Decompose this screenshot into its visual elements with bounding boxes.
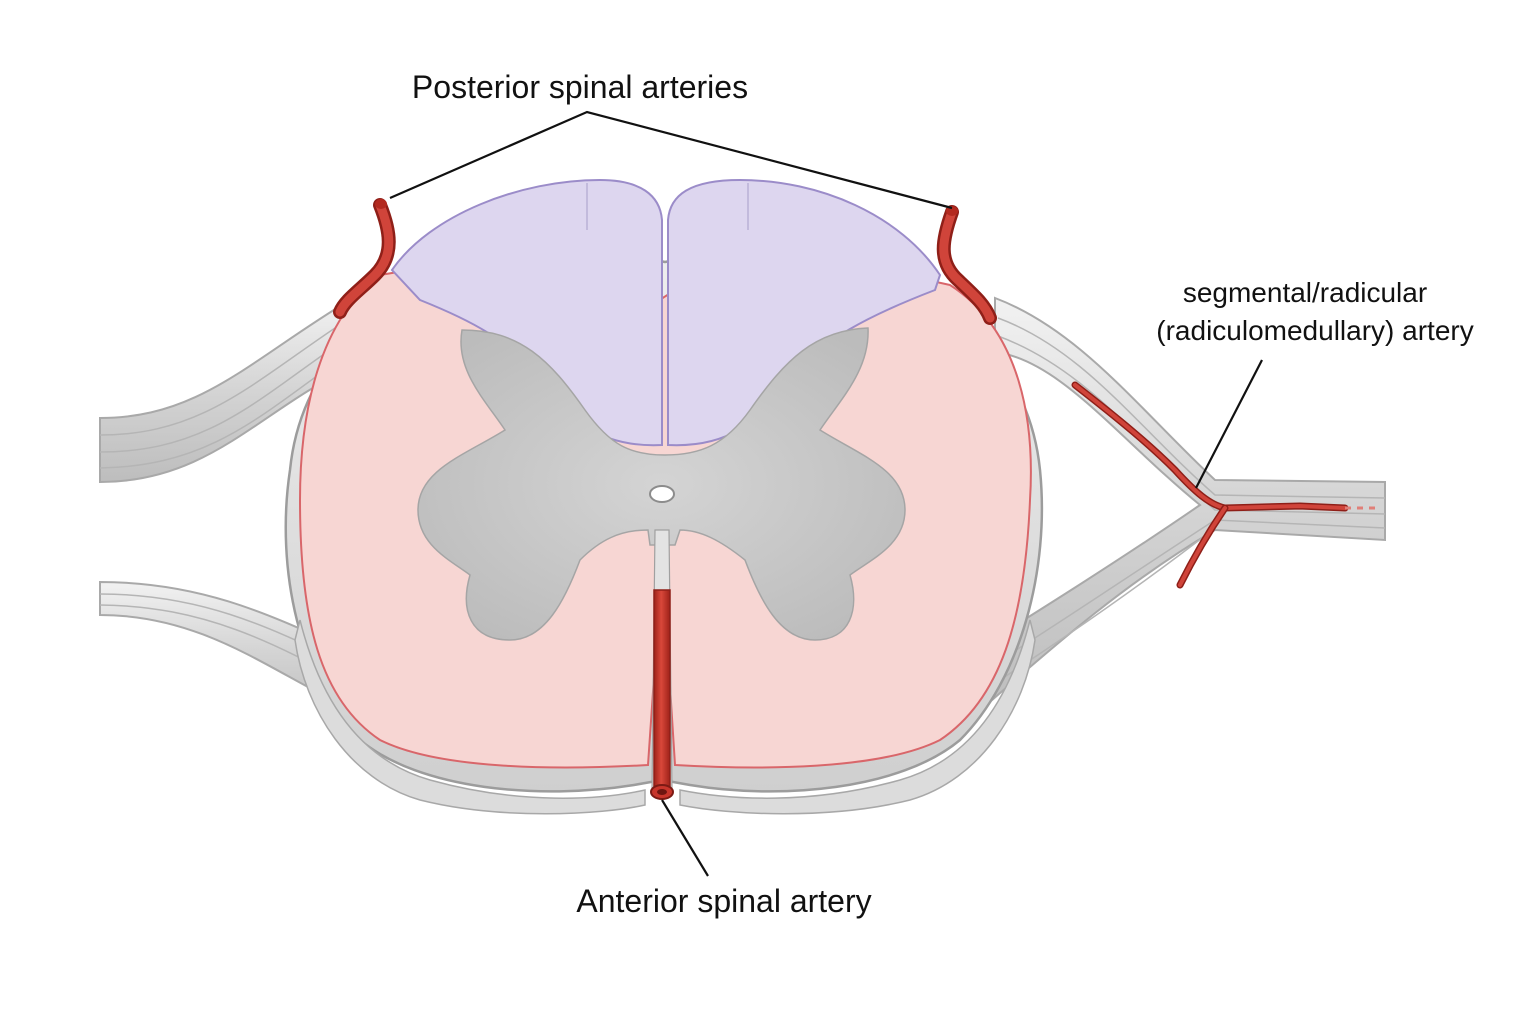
left-dorsal-root xyxy=(99,298,351,484)
segmental-radicular-artery xyxy=(1071,381,1375,589)
central-canal xyxy=(649,485,675,503)
left-posterior-spinal-artery xyxy=(333,198,396,319)
right-posterior-spinal-artery xyxy=(936,205,997,325)
anterior-spinal-artery xyxy=(650,589,674,800)
leader-lines xyxy=(389,110,1263,877)
anterior-leader xyxy=(661,799,709,877)
spinal-cord xyxy=(284,178,1044,815)
posterior-spinal-arteries-label: Posterior spinal arteries xyxy=(412,69,748,105)
posterior-leader xyxy=(389,110,953,210)
segmental-leader xyxy=(1195,359,1263,489)
gray-matter xyxy=(417,327,906,641)
anterior-spinal-artery-label: Anterior spinal artery xyxy=(576,883,871,919)
segmental-artery-label-line1: segmental/radicular xyxy=(1183,277,1427,308)
segmental-artery-label-line2: (radiculomedullary) artery xyxy=(1156,315,1473,346)
